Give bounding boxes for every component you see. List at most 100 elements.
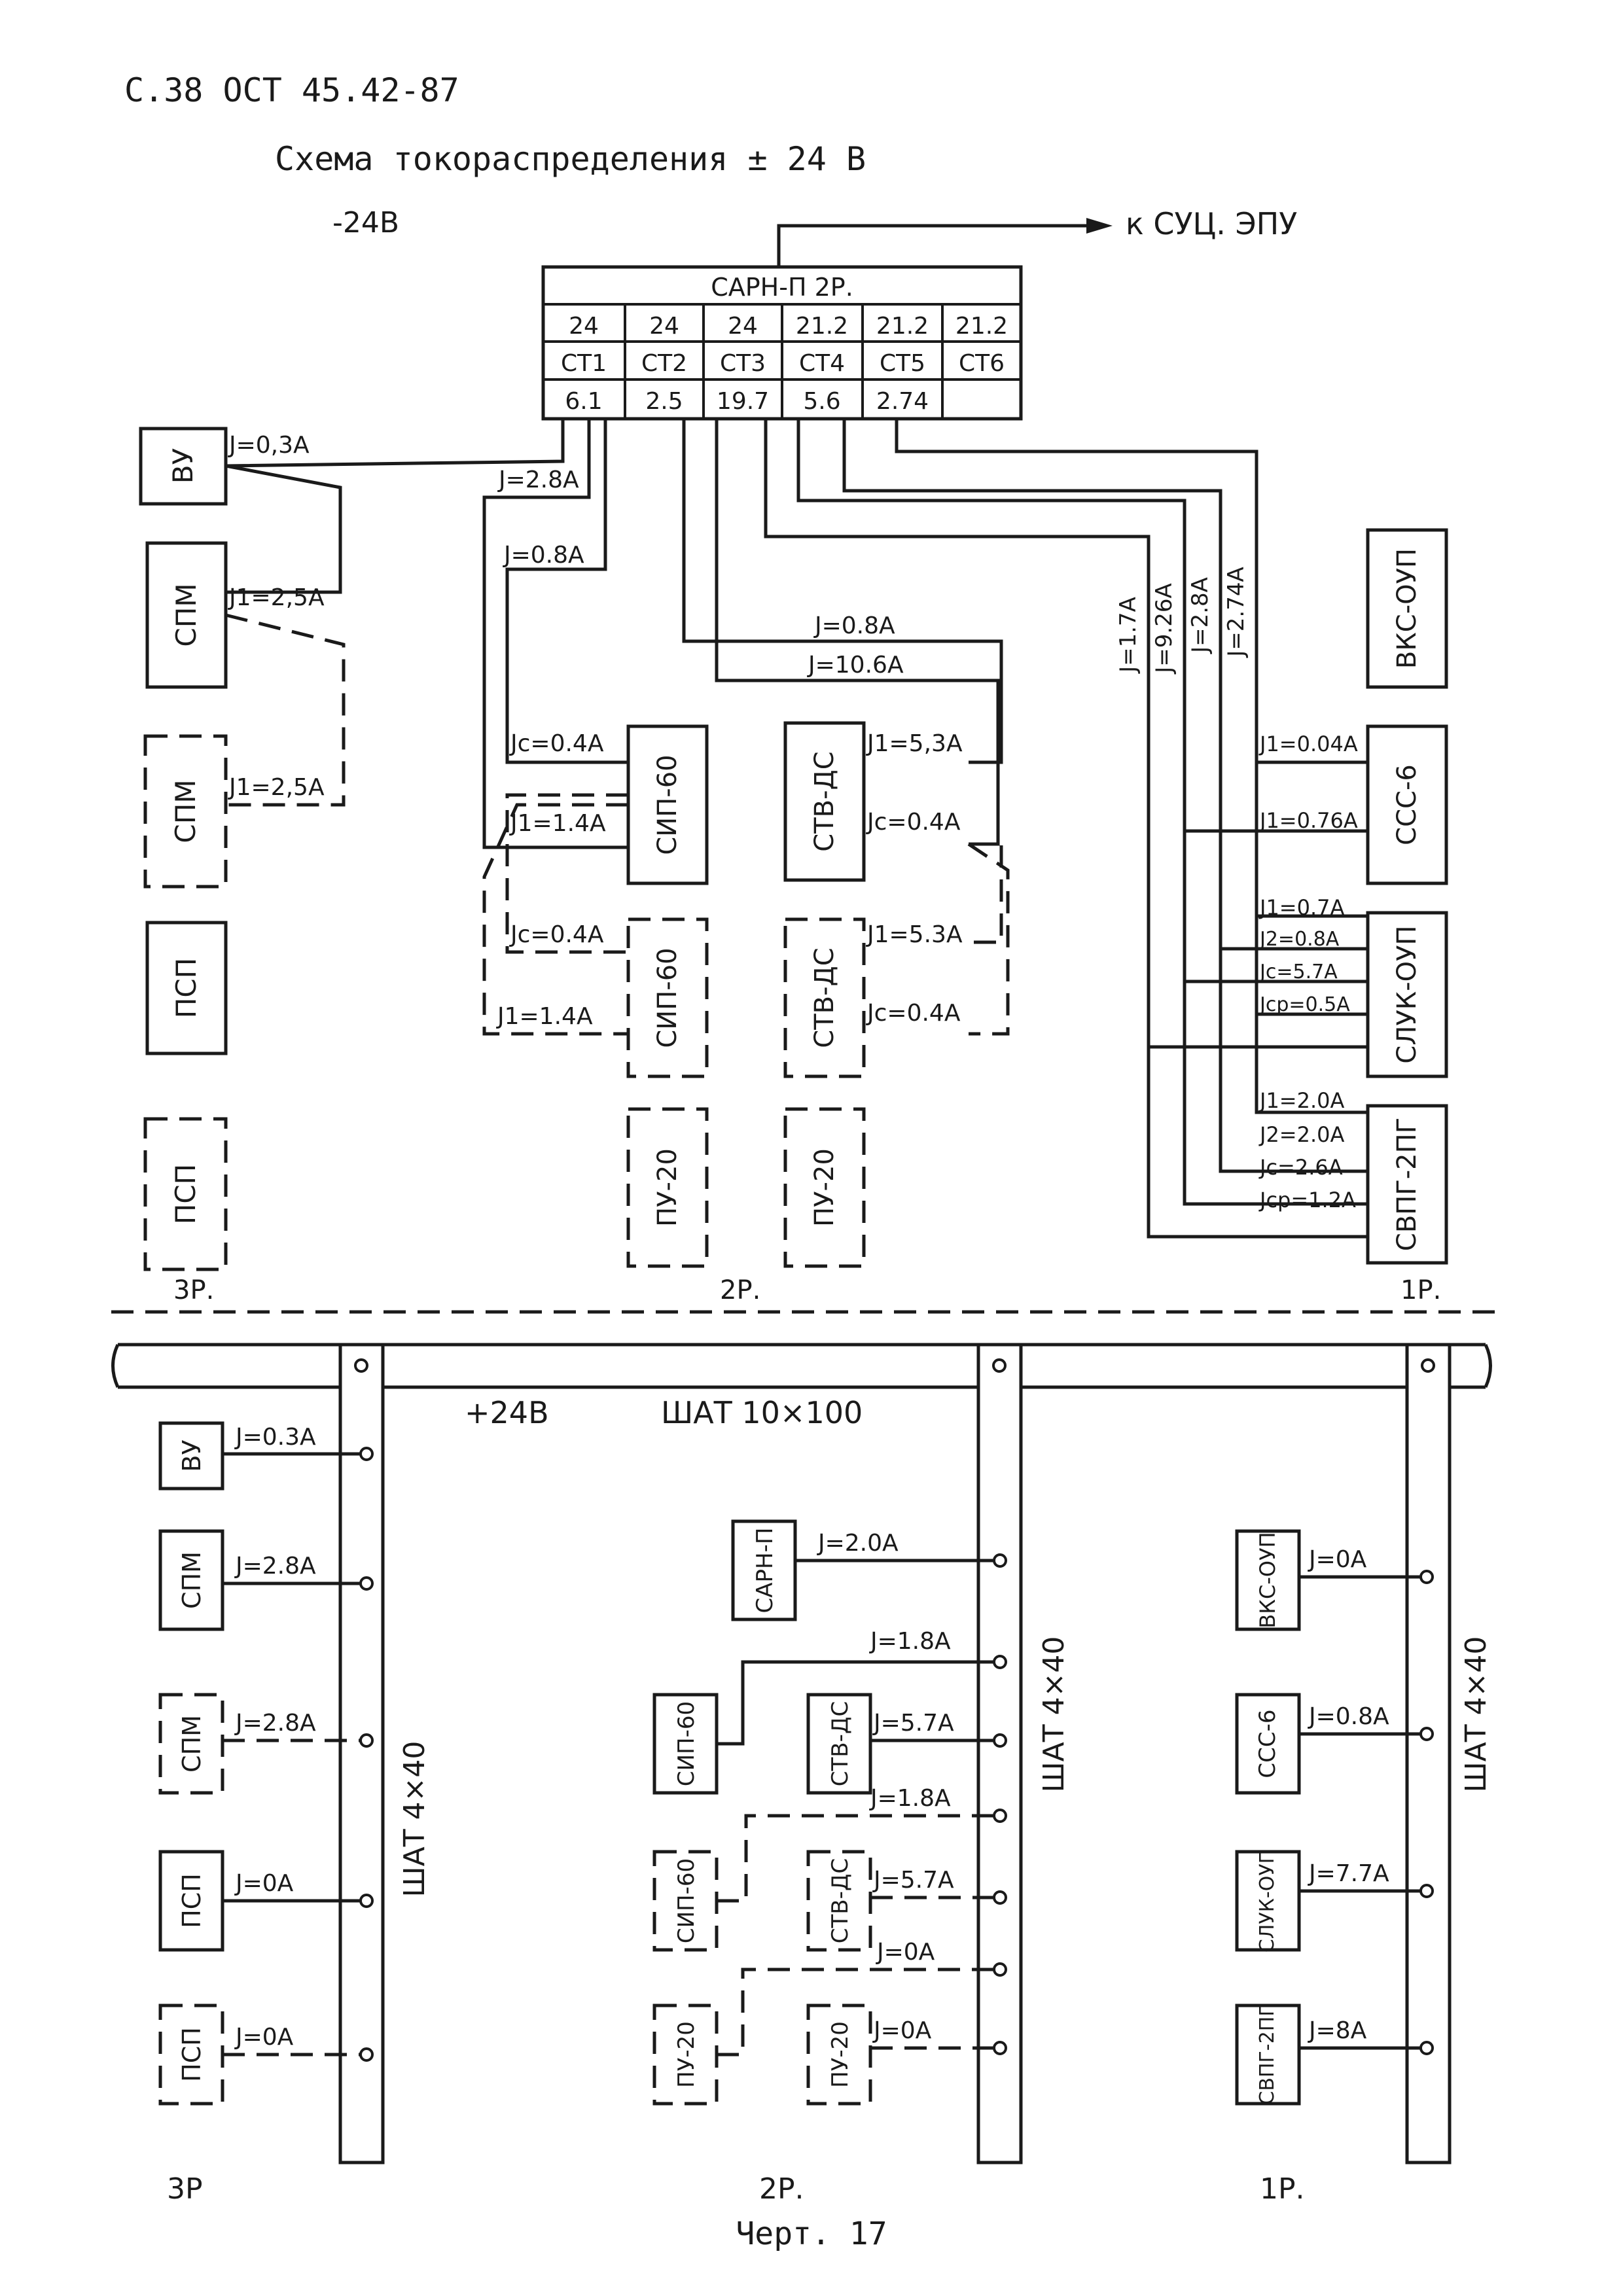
current-label: J1=5,3А xyxy=(866,730,963,757)
current-label: J1=0.76А xyxy=(1258,808,1358,833)
top-room3-devices: ВУ СПМ СПМ ПСП ПСП J=0,3А J1=2,5А J1=2,5… xyxy=(139,427,325,1305)
panel-current: 19.7 xyxy=(717,388,769,415)
current-label: J=0.3А xyxy=(234,1424,316,1451)
device-sss-6 xyxy=(1235,1693,1301,1795)
current-label: J=0А xyxy=(1308,1546,1367,1573)
device-label: ПСП xyxy=(170,958,202,1019)
device-spm xyxy=(145,541,228,689)
current-label: Jc=5.7А xyxy=(1258,961,1338,983)
riser-room3 xyxy=(338,1343,385,2164)
device-sarn-p xyxy=(731,1519,797,1621)
device-label: ПУ-20 xyxy=(827,2021,853,2088)
device-label: СПМ xyxy=(170,583,202,646)
device-spm-reserve xyxy=(158,1693,224,1795)
riser-current-labels: J=1.7А J=9.26А J=2.8А J=2.74А xyxy=(1115,567,1249,674)
panel-cell: СТ1 xyxy=(561,350,607,377)
device-label: ПСП xyxy=(177,2027,206,2082)
device-stv-ds-reserve xyxy=(806,1850,872,1952)
page-reference: С.38 ОСТ 45.42-87 xyxy=(124,71,459,109)
current-label: J1=0.04А xyxy=(1258,732,1358,756)
top-room1-devices: ВКС-ОУП ССС-6 СЛУК-ОУП СВПГ-2ПГ J1=0.04А… xyxy=(1258,528,1448,1305)
current-label: Jc=0.4А xyxy=(509,730,604,757)
panel-cell: СТ2 xyxy=(641,350,687,377)
device-sip60-reserve xyxy=(626,917,709,1078)
current-label: J=0.8А xyxy=(1308,1703,1389,1730)
current-label: J2=0.8А xyxy=(1258,928,1340,951)
current-label: J1=0.7А xyxy=(1258,895,1345,920)
current-label: J=2.74А xyxy=(1223,567,1249,658)
current-label: J=0.8А xyxy=(813,612,895,639)
feed-to-epu-line xyxy=(777,224,1086,267)
main-busbar: +24В ШАТ 10×100 xyxy=(111,1343,1492,1430)
diagram-title: Схема токораспределения ± 24 В xyxy=(275,140,866,178)
panel-title: САРН-П 2Р. xyxy=(711,273,853,302)
device-label: СЛУК-ОУП xyxy=(1256,1849,1279,1952)
arrow-right-icon xyxy=(1086,218,1113,234)
device-svpg-2pg xyxy=(1235,2004,1301,2106)
device-psp xyxy=(158,1850,224,1952)
bottom-room2-devices: САРН-П J=2.0А СИП-60 J=1.8А СТВ-ДС J=5.7… xyxy=(652,1519,1007,2206)
riser-room1 xyxy=(1405,1343,1452,2164)
current-label: J=2.8А xyxy=(1187,577,1213,654)
riser-label: ШАТ 4×40 xyxy=(1037,1636,1071,1793)
device-label: ПУ-20 xyxy=(673,2021,700,2088)
current-label: J1=2.0А xyxy=(1258,1088,1345,1113)
current-label: J=1.7А xyxy=(1115,597,1141,674)
device-stv-ds xyxy=(783,721,866,882)
current-label: J2=2.0А xyxy=(1258,1122,1345,1147)
device-label: СВПГ-2ПГ xyxy=(1256,2004,1279,2104)
device-pu20 xyxy=(652,2004,719,2106)
device-label: СИП-60 xyxy=(673,1701,700,1786)
current-label: J1=1.4А xyxy=(509,810,606,837)
device-label: ПУ-20 xyxy=(652,1148,683,1227)
device-sluk-oup xyxy=(1366,911,1448,1078)
panel-cell: СТ3 xyxy=(720,350,766,377)
device-vks-oup xyxy=(1366,528,1448,689)
sarn-p-panel: САРН-П 2Р. 24 24 24 21.2 21.2 21.2 СТ1 С… xyxy=(541,265,1023,421)
device-spm xyxy=(158,1529,224,1631)
plus-24v-label: +24В xyxy=(465,1395,549,1430)
current-label: J=5.7А xyxy=(872,1710,954,1737)
device-label: СИП-60 xyxy=(652,947,683,1048)
current-label: Jc=2.6А xyxy=(1258,1155,1343,1180)
device-sluk-oup xyxy=(1235,1850,1301,1952)
room-label: 3Р. xyxy=(173,1275,214,1305)
panel-voltage: 21.2 xyxy=(955,313,1008,340)
current-label: Jcp=1.2А xyxy=(1258,1188,1356,1212)
current-label: Jc=0.4А xyxy=(866,1000,961,1027)
riser-label: ШАТ 4×40 xyxy=(398,1741,431,1898)
current-label: J=0.8А xyxy=(503,542,584,569)
device-label: ПСП xyxy=(177,1873,206,1928)
device-pu20-reserve xyxy=(806,2004,872,2106)
device-sip60 xyxy=(626,724,709,885)
device-label: СИП-60 xyxy=(652,754,683,855)
panel-current: 5.6 xyxy=(803,388,840,415)
device-pu20-reserve xyxy=(783,1107,866,1268)
current-label: J=0А xyxy=(872,2017,932,2044)
device-psp-reserve xyxy=(143,1117,228,1271)
busbar-risers: ШАТ 4×40 ШАТ 4×40 ШАТ 4×40 xyxy=(338,1343,1493,2164)
device-label: ВУ xyxy=(167,448,199,484)
device-stv-ds xyxy=(806,1693,872,1795)
current-label: J=1.8А xyxy=(869,1785,951,1812)
current-label: J=7.7А xyxy=(1308,1860,1389,1887)
room-label: 3Р xyxy=(167,2172,203,2206)
current-label: J=0А xyxy=(234,2024,294,2051)
device-vu xyxy=(158,1421,224,1491)
current-label: J1=1.4А xyxy=(496,1003,593,1030)
panel-voltage: 21.2 xyxy=(796,313,848,340)
device-sip60-reserve xyxy=(652,1850,719,1952)
device-pu20 xyxy=(626,1107,709,1268)
bottom-room3-devices: ВУ J=0.3А СПМ J=2.8А СПМ J=2.8А ПСП J=0А… xyxy=(158,1421,374,2206)
device-label: САРН-П xyxy=(752,1528,778,1614)
room-label: 2Р. xyxy=(720,1275,760,1305)
device-svpg-2pg xyxy=(1366,1104,1448,1265)
current-label: J=2.0А xyxy=(817,1530,899,1557)
panel-voltage: 24 xyxy=(649,313,679,340)
device-sip60 xyxy=(652,1693,719,1795)
panel-voltage: 24 xyxy=(569,313,599,340)
device-label: СИП-60 xyxy=(673,1858,700,1943)
current-label: Jcp=0.5А xyxy=(1258,993,1350,1016)
panel-current: 2.5 xyxy=(645,388,683,415)
